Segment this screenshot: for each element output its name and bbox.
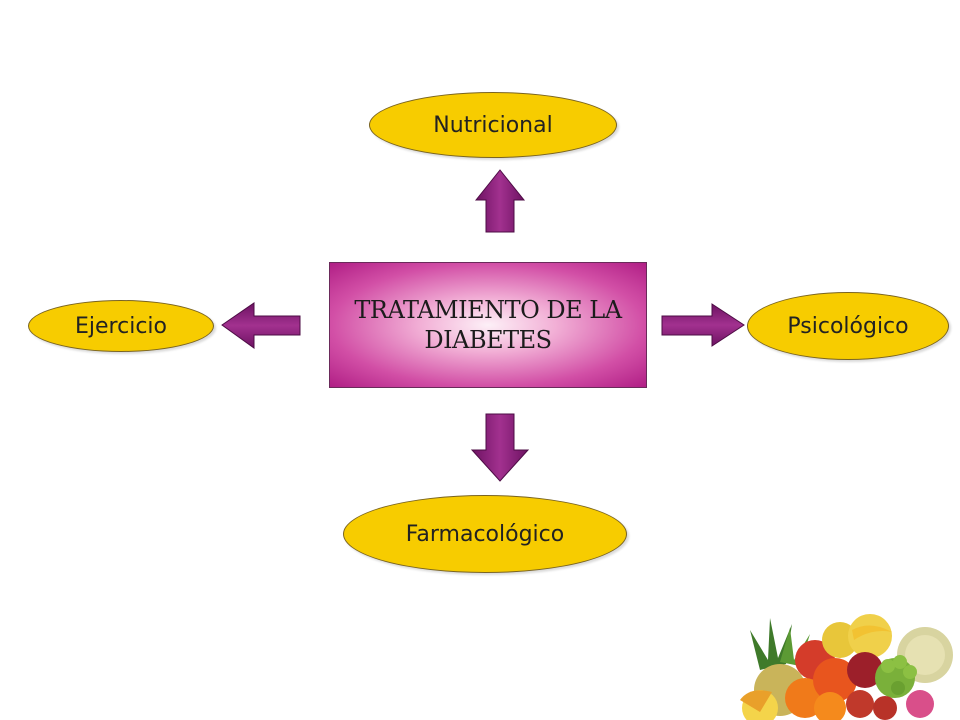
node-psicologico: Psicológico: [747, 292, 949, 360]
node-nutricional: Nutricional: [369, 92, 617, 158]
fruit-pile-illustration: [740, 614, 953, 720]
arrow-up: [474, 169, 526, 233]
center-title: TRATAMIENTO DE LA DIABETES: [354, 296, 622, 354]
center-node: TRATAMIENTO DE LA DIABETES: [329, 262, 647, 388]
node-ejercicio: Ejercicio: [28, 300, 214, 352]
node-farmacologico: Farmacológico: [343, 495, 627, 573]
arrow-right: [661, 303, 745, 347]
node-label: Ejercicio: [75, 313, 167, 339]
node-label: Nutricional: [433, 112, 553, 138]
arrow-left: [221, 302, 301, 349]
node-label: Farmacológico: [405, 521, 565, 547]
arrow-down: [470, 413, 530, 482]
node-label: Psicológico: [787, 313, 909, 339]
